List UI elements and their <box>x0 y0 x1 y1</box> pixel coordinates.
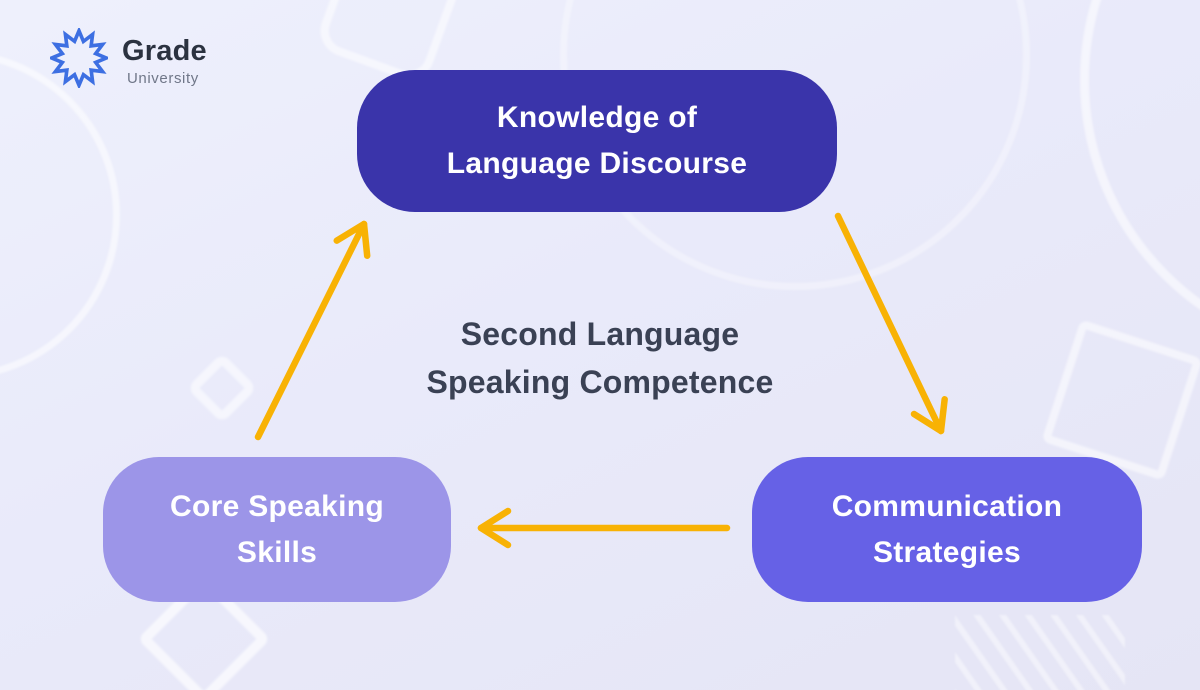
node-core-speaking-skills: Core Speaking Skills <box>103 457 451 602</box>
decor-circle-outline <box>0 50 120 380</box>
node-label-line: Language Discourse <box>446 147 748 180</box>
brand-name: Grade <box>122 35 207 67</box>
node-label-line: Knowledge of <box>496 101 698 135</box>
arrow-knowledge-to-communication <box>834 212 948 435</box>
brand-logo: Grade University <box>50 28 207 88</box>
node-communication-strategies: Communication Strategies <box>752 457 1142 602</box>
decor-circle-outline <box>1080 0 1200 360</box>
node-label-line: Core Speaking <box>170 489 384 523</box>
starburst-icon <box>50 28 108 88</box>
node-knowledge-of-language-discourse: Knowledge of Language Discourse <box>357 70 837 212</box>
node-label-line: Strategies <box>872 535 1022 569</box>
decor-diamond-outline <box>186 352 258 424</box>
arrow-core-to-knowledge <box>254 220 371 441</box>
diagram-title-line: Speaking Competence <box>426 364 774 400</box>
decor-hatch-stripes <box>955 615 1125 690</box>
diagram-title-line: Second Language <box>460 316 740 352</box>
brand-subtitle: University <box>127 69 199 87</box>
node-label-line: Communication <box>831 489 1063 523</box>
diagram-title: Second Language Speaking Competence <box>350 310 850 406</box>
node-label-line: Skills <box>236 535 318 569</box>
